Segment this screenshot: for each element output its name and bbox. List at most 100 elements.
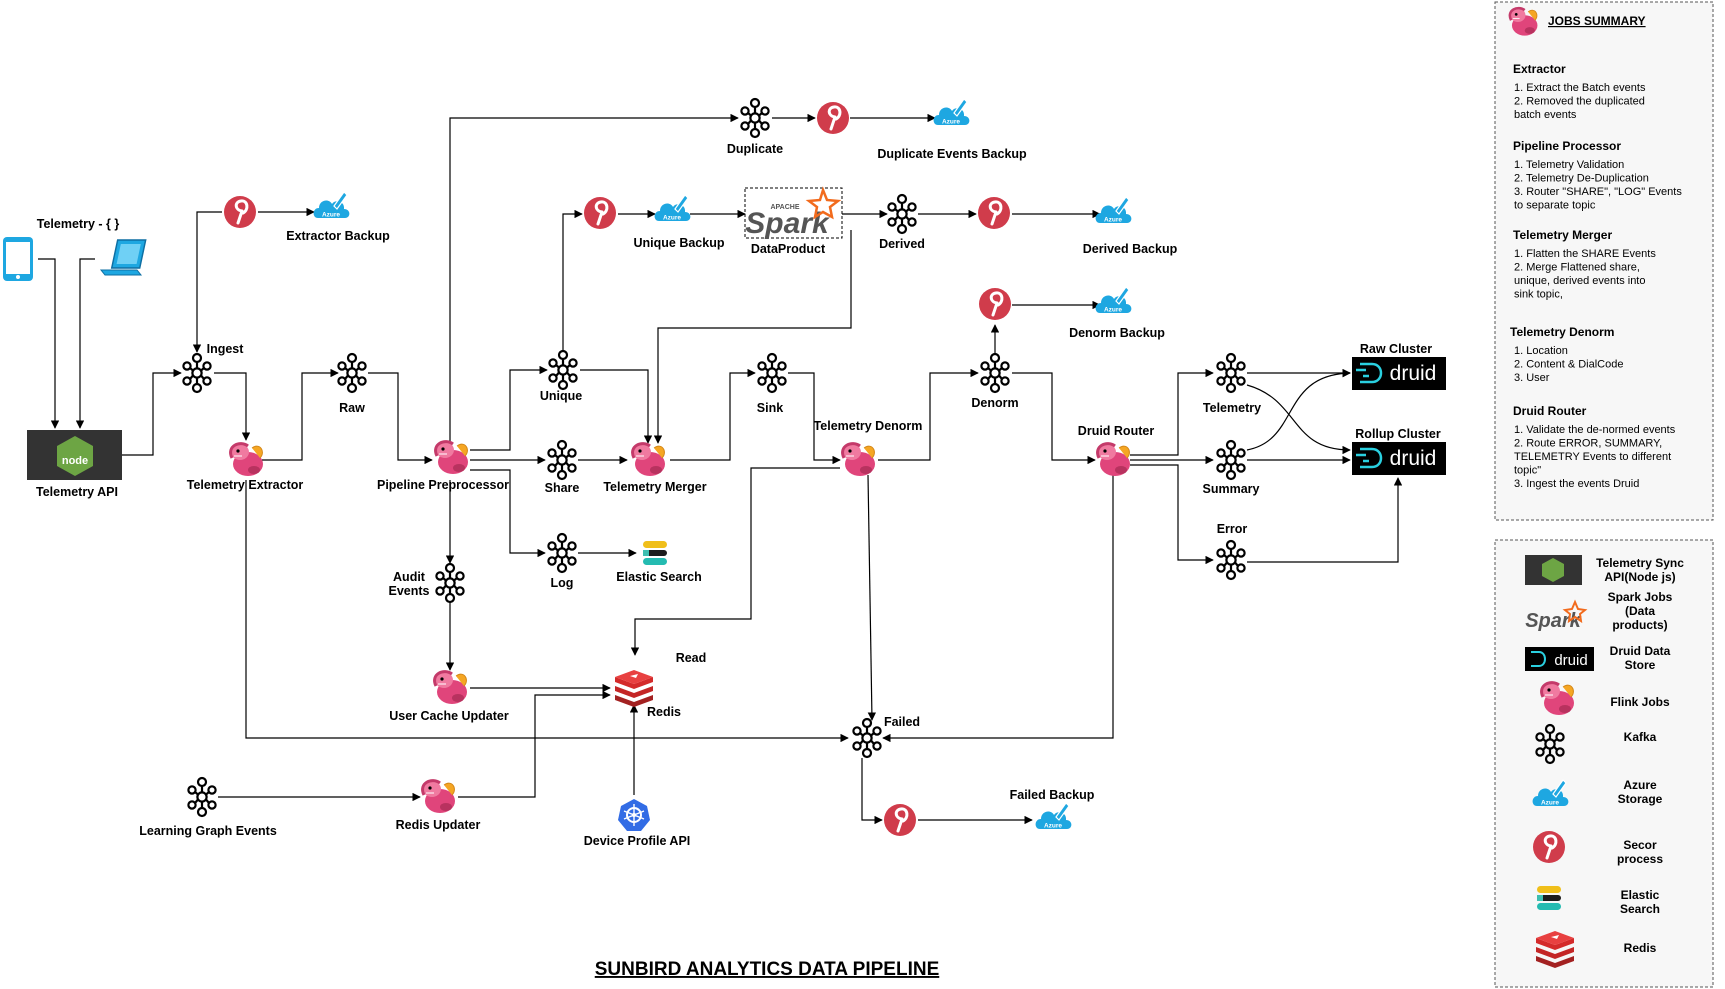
jobs-section-line: 1. Extract the Batch events <box>1514 82 1646 94</box>
legend-label: products) <box>1612 618 1667 632</box>
telemetry-extractor-label: Telemetry Extractor <box>187 478 304 492</box>
sink-kafka-icon <box>757 352 787 394</box>
unique-secor-icon <box>582 195 618 231</box>
audit-events-label-line1: Audit <box>393 570 426 584</box>
spark-logo-text: Spark <box>745 207 830 240</box>
jobs-section-line: topic" <box>1514 465 1541 477</box>
legend-spark-logo-text: Spark <box>1525 610 1581 632</box>
jobs-section-line: to separate topic <box>1514 200 1596 212</box>
failed-kafka-icon <box>852 717 882 759</box>
raw-cluster-druid-text: druid <box>1390 362 1437 385</box>
learning-graph-events-label: Learning Graph Events <box>139 824 277 838</box>
derived-backup-label: Derived Backup <box>1083 242 1178 256</box>
denorm-secor-icon <box>977 286 1013 322</box>
legend-label: API(Node js) <box>1604 570 1675 584</box>
legend-label: Druid Data <box>1610 644 1671 658</box>
duplicate-backup-azure-icon <box>933 98 970 127</box>
jobs-section-line: sink topic, <box>1514 289 1563 301</box>
node-labels: Telemetry - { } Telemetry API Ingest Ext… <box>36 142 1441 848</box>
dataproduct-label: DataProduct <box>751 242 826 256</box>
legend-label: Storage <box>1618 792 1663 806</box>
redis-icon <box>615 670 653 707</box>
jobs-section-line: 2. Merge Flattened share, <box>1514 262 1640 274</box>
extractor-backup-azure-icon <box>313 191 350 220</box>
edge-router-to-error <box>1130 464 1214 565</box>
extractor-secor-icon <box>222 194 258 230</box>
raw-cluster-druid-icon: druid <box>1352 357 1446 390</box>
edge-denorm-job-to-failed <box>867 474 877 721</box>
telemetry-extractor-flink-icon <box>229 442 265 478</box>
telemetry-merger-label: Telemetry Merger <box>603 480 706 494</box>
rollup-cluster-label: Rollup Cluster <box>1355 427 1441 441</box>
ingest-kafka-icon <box>182 352 212 394</box>
edge-unique-to-merger <box>580 369 653 444</box>
telemetry-kafka-icon <box>1216 352 1246 394</box>
legend-label: Elastic <box>1621 888 1660 902</box>
telemetry-merger-flink-icon <box>631 442 667 478</box>
audit-events-label-line2: Events <box>389 584 430 598</box>
legend-label: Azure <box>1623 778 1657 792</box>
laptop-icon <box>100 239 147 276</box>
legend-label: Kafka <box>1624 730 1657 744</box>
edge-unique-to-secor <box>562 209 583 350</box>
raw-cluster-label: Raw Cluster <box>1360 342 1432 356</box>
jobs-section-line: 3. Router "SHARE", "LOG" Events <box>1514 186 1682 198</box>
duplicate-backup-label: Duplicate Events Backup <box>877 147 1027 161</box>
legend-label: Telemetry Sync <box>1596 556 1684 570</box>
jobs-section-line: 1. Location <box>1514 345 1568 357</box>
edge-merger-to-sink <box>670 368 756 461</box>
unique-backup-azure-icon <box>654 194 691 223</box>
legend-label: process <box>1617 852 1663 866</box>
elastic-search-icon <box>643 541 667 565</box>
jobs-section-line: unique, derived events into <box>1514 275 1645 287</box>
sink-label: Sink <box>757 401 783 415</box>
druid-router-label: Druid Router <box>1078 424 1155 438</box>
jobs-section-line: 3. Ingest the events Druid <box>1514 478 1639 490</box>
edge-redis-updater-to-redis <box>458 690 611 798</box>
jobs-section-title: Pipeline Processor <box>1513 139 1621 153</box>
edge-preprocessor-to-duplicate <box>449 113 739 445</box>
user-cache-updater-label: User Cache Updater <box>389 709 509 723</box>
share-kafka-icon <box>547 439 577 481</box>
edge-sink-to-denorm-job <box>788 372 841 465</box>
edge-laptop-to-api <box>75 258 95 429</box>
node-icons: node APACHE Spark <box>3 97 1446 838</box>
log-label: Log <box>551 576 574 590</box>
edge-router-to-telemetry <box>1130 368 1214 456</box>
ingest-label: Ingest <box>207 342 245 356</box>
jobs-section-line: 1. Telemetry Validation <box>1514 159 1624 171</box>
failed-backup-azure-icon <box>1035 802 1072 831</box>
unique-label: Unique <box>540 389 582 403</box>
device-profile-api-label: Device Profile API <box>584 834 691 848</box>
legend-druid-icon: druid <box>1525 647 1594 671</box>
redis-updater-label: Redis Updater <box>396 818 481 832</box>
denorm-backup-label: Denorm Backup <box>1069 326 1165 340</box>
duplicate-secor-icon <box>815 100 851 136</box>
edge-denorm-job-to-denorm <box>878 368 979 461</box>
failed-backup-label: Failed Backup <box>1010 788 1095 802</box>
user-cache-updater-flink-icon <box>433 670 469 706</box>
edge-error-to-rollup <box>1247 477 1403 563</box>
audit-events-kafka-icon <box>435 562 465 604</box>
edge-derived-to-merger <box>653 230 852 444</box>
jobs-section-title: Extractor <box>1513 62 1566 76</box>
legend-secor-icon <box>1531 829 1567 865</box>
derived-backup-azure-icon <box>1095 196 1132 225</box>
summary-kafka-icon <box>1216 439 1246 481</box>
legend-elastic-search-icon <box>1537 886 1561 910</box>
telemetry-denorm-flink-icon <box>841 442 877 478</box>
device-profile-api-icon <box>617 798 651 832</box>
edge-extractor-to-raw <box>262 368 339 461</box>
jobs-section-line: batch events <box>1514 109 1577 121</box>
edge-ingest-to-extractor <box>214 372 251 441</box>
jobs-section-title: Telemetry Merger <box>1513 228 1612 242</box>
rollup-cluster-druid-text: druid <box>1390 447 1437 470</box>
telemetry-source-label: Telemetry - { } <box>37 217 120 231</box>
pipeline-preprocessor-label: Pipeline Preprocessor <box>377 478 509 492</box>
edge-denorm-to-router <box>1012 372 1096 465</box>
derived-kafka-icon <box>887 193 917 235</box>
mobile-phone-icon <box>3 237 33 281</box>
edge-telemetry-to-rollup-cluster <box>1246 384 1351 455</box>
edge-api-to-ingest <box>122 368 182 456</box>
raw-label: Raw <box>339 401 365 415</box>
